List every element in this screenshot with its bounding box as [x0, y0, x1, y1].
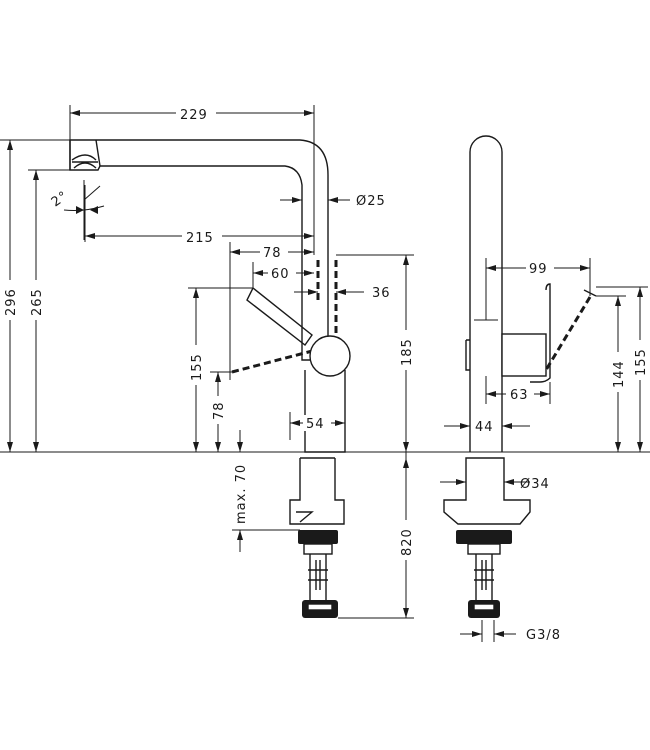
dim-54: 54 — [306, 417, 325, 432]
front-view — [0, 139, 650, 618]
dim-44: 44 — [475, 420, 494, 435]
spout — [69, 139, 329, 361]
thread — [298, 530, 338, 544]
spout-tip — [69, 139, 101, 170]
dim-185: 185 — [400, 338, 415, 366]
dim-265: 265 — [30, 288, 45, 316]
lever-knob — [309, 335, 351, 377]
side-hoses — [474, 554, 494, 600]
side-cartridge — [465, 339, 470, 371]
dim-155-left: 155 — [190, 353, 205, 381]
dim-78-left: 78 — [212, 401, 227, 420]
dim-g38: G3/8 — [526, 628, 561, 643]
front-view-dimensions: 229 215 Ø25 78 60 36 — [0, 105, 415, 619]
dim-155-right: 155 — [634, 348, 649, 376]
side-view-dimensions: 99 63 44 144 155 Ø34 — [440, 258, 649, 643]
dim-2deg: 2° — [49, 188, 71, 210]
dim-215: 215 — [186, 231, 214, 246]
dim-78-top: 78 — [263, 246, 282, 261]
dim-60: 60 — [271, 267, 290, 282]
dim-820: 820 — [400, 528, 415, 556]
lever-handle — [246, 286, 313, 347]
shank — [289, 458, 345, 525]
side-thread — [456, 530, 512, 544]
dim-99: 99 — [529, 262, 548, 277]
hoses — [309, 554, 327, 600]
body-lower — [304, 370, 346, 453]
side-shank — [443, 457, 531, 525]
dim-max70: max. 70 — [234, 464, 249, 524]
side-column — [469, 135, 503, 452]
dim-d25: Ø25 — [356, 194, 386, 209]
side-lever-dash — [544, 296, 592, 371]
dim-36: 36 — [372, 286, 391, 301]
dim-63: 63 — [510, 388, 529, 403]
dim-229: 229 — [180, 108, 208, 123]
dim-d34: Ø34 — [520, 477, 550, 492]
aerator — [72, 161, 98, 169]
lever-dash — [231, 348, 317, 374]
dim-296: 296 — [4, 288, 19, 316]
side-view — [443, 135, 597, 618]
dim-144: 144 — [612, 360, 627, 388]
